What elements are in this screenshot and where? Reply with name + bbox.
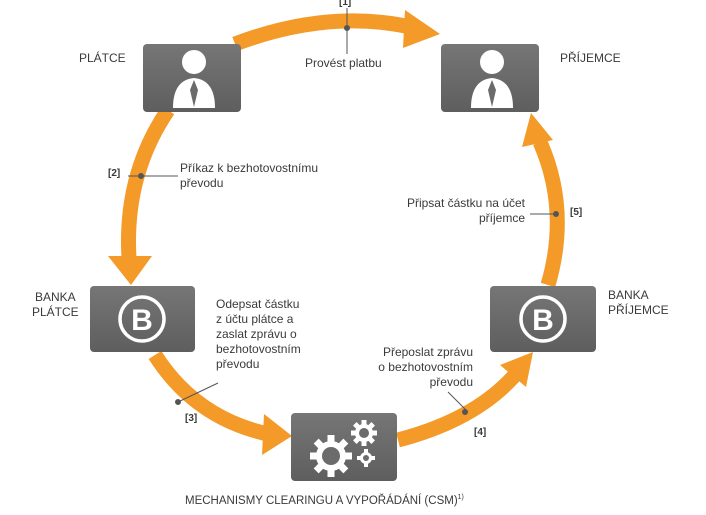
payer-label: PLÁTCE [79, 51, 126, 65]
step-3-text-line: převodu [216, 357, 260, 371]
step-3-number: [3] [185, 413, 198, 424]
payer-bank-node: B [90, 286, 195, 352]
step-4-text: Přeposlat zprávu o bezhotovostním převod… [368, 345, 473, 390]
step-1-number: [1] [339, 0, 352, 8]
arrow-head-step-2 [108, 256, 152, 285]
arrow-step-3 [148, 350, 270, 442]
step-3-text-line: zaslat zprávu o [216, 327, 297, 341]
person-icon [471, 50, 513, 108]
payee-label: PŘÍJEMCE [560, 51, 621, 65]
step-3-text-line: z účtu plátce a [216, 312, 294, 326]
step-1-text-line: Provést platbu [305, 56, 382, 70]
leader-lines [128, 8, 559, 415]
payer-node [143, 44, 241, 112]
step-3-text-line: Odepsat částku [216, 297, 300, 311]
bank-b-icon: B [118, 295, 166, 343]
payee-bank-node: B [490, 286, 596, 352]
payer-bank-label-line-1: BANKA [35, 290, 76, 304]
step-2-text-line: Příkaz k bezhotovostnímu [180, 161, 319, 175]
arrow-step-2 [121, 105, 175, 259]
step-4-text-line: Přeposlat zprávu [382, 345, 473, 359]
step-5-number: [5] [570, 207, 583, 218]
step-1-text: Provést platbu [305, 56, 382, 71]
payer-bank-label-line-2: PLÁTCE [32, 305, 79, 319]
step-2-number: [2] [108, 168, 121, 179]
step-5-text-line: příjemce [478, 211, 525, 225]
payee-bank-label-line-1: BANKA [608, 288, 649, 302]
svg-text:B: B [131, 304, 153, 337]
gears-icon [310, 420, 377, 477]
csm-label-text: MECHANISMY CLEARINGU A VYPOŘÁDÁNÍ (CSM) [185, 494, 458, 507]
step-4-text-line: o bezhotovostním [378, 360, 473, 374]
arrow-head-step-1 [403, 10, 440, 48]
payer-bank-label: BANKA PLÁTCE [32, 290, 79, 320]
payee-bank-label: BANKA PŘÍJEMCE [608, 288, 669, 318]
arrow-head-step-3 [262, 414, 292, 455]
step-4-text-line: převodu [429, 375, 473, 389]
step-4-number: [4] [474, 427, 487, 438]
bank-b-icon: B [519, 295, 567, 343]
payee-bank-label-line-2: PŘÍJEMCE [608, 303, 669, 317]
person-icon [173, 50, 215, 108]
csm-label: MECHANISMY CLEARINGU A VYPOŘÁDÁNÍ (CSM)1… [185, 490, 464, 509]
step-3-text-line: bezhotovostním [216, 342, 301, 356]
csm-footnote: 1) [457, 494, 464, 501]
step-3-text: Odepsat částku z účtu plátce a zaslat zp… [216, 297, 301, 372]
arrow-head-step-4 [500, 352, 533, 387]
arrow-head-step-5 [522, 113, 553, 147]
payee-node [441, 44, 539, 112]
step-2-text: Příkaz k bezhotovostnímu převodu [180, 161, 318, 191]
svg-text:B: B [532, 304, 554, 337]
csm-node [291, 413, 397, 481]
step-5-text: Připsat částku na účet příjemce [385, 196, 525, 226]
arrow-step-1 [232, 13, 417, 52]
step-5-text-line: Připsat částku na účet [406, 196, 525, 210]
step-2-text-line: převodu [180, 176, 224, 190]
